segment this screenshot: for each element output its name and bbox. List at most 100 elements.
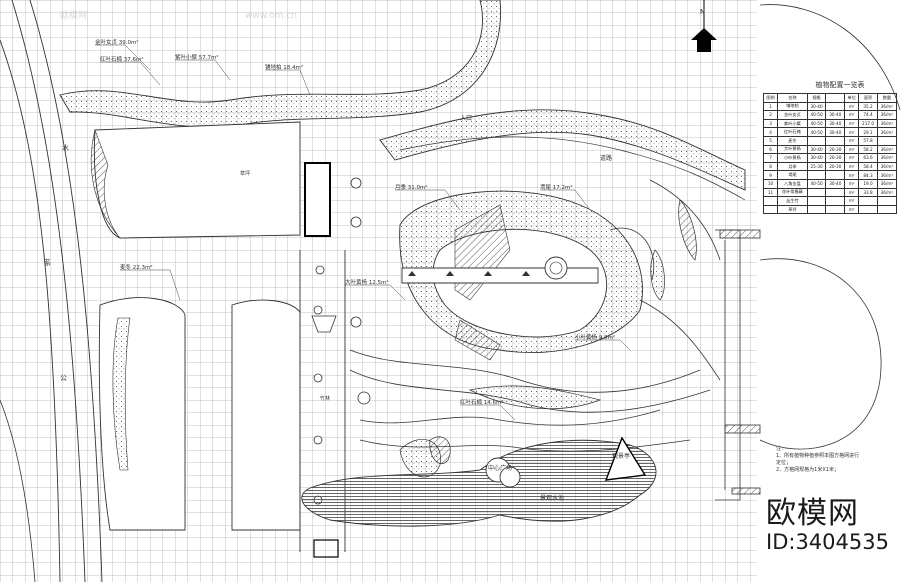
brand-logo-text: 欧模网 xyxy=(766,496,859,531)
table-cell: m² xyxy=(844,196,860,206)
table-cell xyxy=(825,196,846,206)
area-label-e: 麦冬 22.3m² xyxy=(120,263,153,271)
table-cell: 5 xyxy=(762,135,779,146)
table-cell xyxy=(825,187,846,198)
table-cell: 36/m² xyxy=(876,144,898,155)
table-cell: 铺地柏 xyxy=(777,101,808,112)
table-cell: 麦冬 xyxy=(777,135,808,146)
table-cell: 63.6 xyxy=(858,153,878,163)
table-cell: 30-40 xyxy=(825,178,846,189)
left-boundary-lines xyxy=(0,0,103,583)
table-cell: 58.2 xyxy=(858,144,878,155)
table-cell: 74.4 xyxy=(858,110,878,120)
table-cell: 30-40 xyxy=(806,153,827,163)
table-header-cell: 数量 xyxy=(876,93,898,103)
table-cell: 57.8 xyxy=(858,135,878,146)
plaza-label: 中心广场 xyxy=(488,464,512,472)
note-line-2: 定位； xyxy=(776,460,792,466)
table-cell xyxy=(806,170,827,180)
table-cell: 花叶常春藤 xyxy=(777,187,808,198)
table-cell: 八角金盘 xyxy=(777,178,808,189)
table-cell: 20-30 xyxy=(825,144,846,155)
plan-labels: 水 系 公 道路 入口 中心广场 景观水池 观景亭 草坪 竹林 金叶女贞 39.… xyxy=(44,38,630,502)
road-label: 道路 xyxy=(600,154,612,162)
table-cell: 紫叶小檗 xyxy=(777,118,808,129)
table-cell: 217.0 xyxy=(858,118,878,129)
watermarks: 欧模网 www.om.cn xyxy=(60,9,297,21)
table-cell: 40-50 xyxy=(806,110,827,120)
notes-block: 注： 1、所有植物种植参照本图方格网进行 定位； 2、方格网规格为1米X1米； xyxy=(776,446,901,474)
table-header-cell: 规格 xyxy=(806,93,827,103)
lower-garden-paths xyxy=(349,179,721,452)
table-cell: m² xyxy=(844,153,860,163)
table-cell: 丛生竹 xyxy=(777,196,808,206)
table-cell: m² xyxy=(844,204,860,215)
table-cell: m² xyxy=(844,118,860,129)
table-cell: 30-40 xyxy=(806,144,827,155)
note-line-3: 2、方格网规格为1米X1米； xyxy=(776,467,839,473)
note-line-1: 1、所有植物种植参照本图方格网进行 xyxy=(776,453,860,459)
table-cell: 36/m² xyxy=(876,118,898,129)
table-cell: 19.0 xyxy=(858,178,878,189)
table-cell: 36/m² xyxy=(876,127,898,137)
table-cell: 36/m² xyxy=(876,110,898,120)
table-header-cell: 单位 xyxy=(844,93,860,103)
annotation-leaders xyxy=(95,44,631,421)
table-cell: 1 xyxy=(762,101,779,112)
table-cell: 40-50 xyxy=(806,178,827,189)
table-cell: 36/m² xyxy=(876,187,898,198)
table-cell xyxy=(876,196,898,206)
table-cell: 35.2 xyxy=(858,101,878,112)
table-cell: m² xyxy=(844,127,860,137)
table-cell: 月季 xyxy=(777,161,808,172)
table-cell: 红叶石楠 xyxy=(777,127,808,137)
stair-label: 入口 xyxy=(460,115,472,122)
table-cell xyxy=(762,196,779,206)
table-row: 丛生竹 m² xyxy=(762,196,898,206)
water-label-2: 系 xyxy=(44,258,51,267)
table-cell: m² xyxy=(844,187,860,198)
table-header-cell: 图例 xyxy=(762,93,779,103)
table-header-cell xyxy=(825,93,846,103)
table-cell: m² xyxy=(844,161,860,172)
notes-heading: 注： xyxy=(776,446,787,452)
table-cell xyxy=(825,101,846,112)
table-cell: 8 xyxy=(762,161,779,172)
table-cell: 10 xyxy=(762,178,779,189)
table-cell: 鸢尾 xyxy=(777,170,808,180)
watermark-url: www.om.cn xyxy=(245,11,297,21)
area-label-g: 月季 31.0m² xyxy=(395,183,428,191)
table-cell xyxy=(876,135,898,146)
table-cell xyxy=(806,187,827,198)
pavilion-label: 观景亭 xyxy=(612,452,630,460)
table-title: 植物配置一览表 xyxy=(815,81,865,89)
table-cell xyxy=(762,204,779,215)
wall-label: 公 xyxy=(60,374,67,382)
table-cell: m² xyxy=(844,170,860,180)
north-arrow-icon xyxy=(691,0,717,52)
table-header-cell: 名称 xyxy=(777,93,808,103)
north-label: N xyxy=(700,8,705,16)
pond-label: 景观水池 xyxy=(540,494,564,502)
table-cell: 84.3 xyxy=(858,170,878,180)
water-label-1: 水 xyxy=(62,143,69,152)
area-label-f: 大叶黄杨 12.5m² xyxy=(345,278,389,286)
table-cell: 2 xyxy=(762,110,779,120)
table-cell: 30-40 xyxy=(806,101,827,112)
left-planting-beds xyxy=(90,121,346,558)
table-cell: 6 xyxy=(762,144,779,155)
table-cell: 9 xyxy=(762,170,779,180)
table-cell xyxy=(806,135,827,146)
table-cell: 36/m² xyxy=(876,101,898,112)
pond xyxy=(301,436,657,527)
table-cell: 20-30 xyxy=(825,153,846,163)
